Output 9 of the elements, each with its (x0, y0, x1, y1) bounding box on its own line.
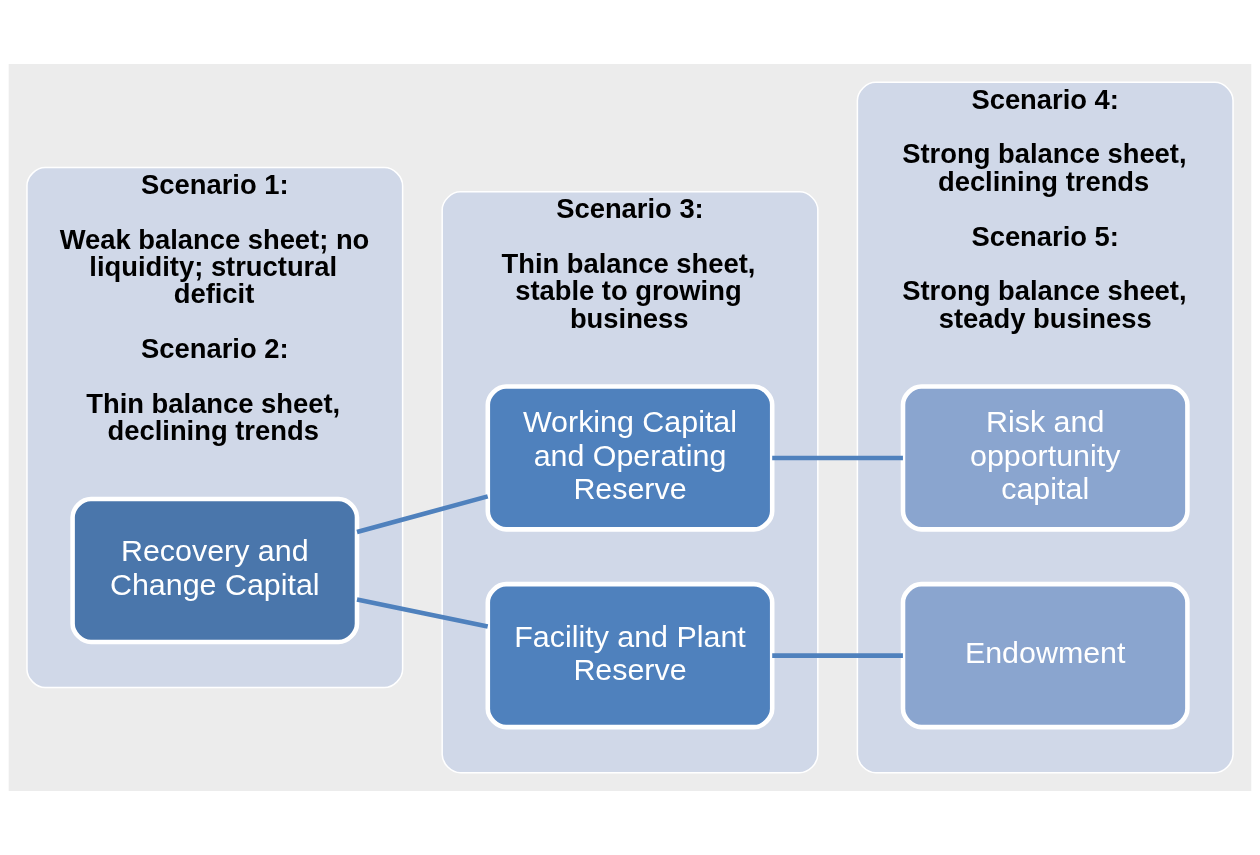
node-box: Working Capital and Operating Reserve (485, 384, 775, 532)
node-box: Endowment (900, 581, 1190, 730)
node-box: Recovery and Change Capital (70, 496, 360, 645)
node-box: Risk and opportunity capital (900, 384, 1190, 532)
connector (772, 653, 903, 658)
node-box: Facility and Plant Reserve (485, 581, 775, 730)
connector (772, 455, 903, 461)
connector (356, 597, 489, 629)
connector (356, 494, 489, 535)
